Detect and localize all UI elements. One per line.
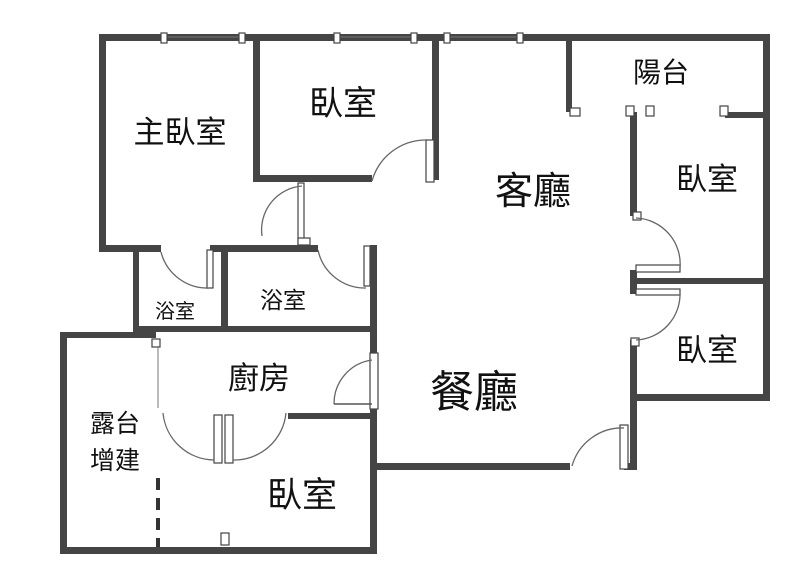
window-post: [443, 32, 451, 44]
wall-balcony-left: [566, 40, 572, 112]
doors: [160, 139, 681, 470]
windows: [151, 32, 729, 546]
door-bedroom-right-lower: [630, 288, 681, 347]
wall-kitchen-bedroom: [288, 413, 377, 419]
window-post: [160, 32, 168, 44]
window-post: [516, 32, 524, 44]
label-master-bedroom: 主臥室: [134, 115, 227, 151]
wall-master-bottom: [99, 245, 161, 252]
label-dining-room: 餐廳: [430, 367, 518, 418]
wall-top-left: [99, 34, 441, 41]
wall-bedroom-right-upper-left-2: [630, 270, 637, 294]
door-dining-bottom: [571, 424, 629, 470]
label-bathroom-middle: 浴室: [260, 288, 306, 314]
wall-bedroom-right-upper-left: [630, 112, 637, 216]
wall-master-divider: [253, 40, 260, 181]
window-post: [410, 32, 418, 44]
wall-top-right: [441, 34, 770, 41]
door-kitchen-bottom: [162, 412, 287, 464]
wall-right-bottom: [630, 394, 770, 401]
window-post: [333, 32, 341, 44]
wall-master-bottom-2: [210, 245, 226, 252]
label-kitchen: 廚房: [228, 361, 290, 397]
window-post: [645, 105, 655, 117]
room-labels: 主臥室 臥室 陽台 客廳 臥室 浴室 浴室 臥室 廚房 餐廳 露台 增建 臥室: [90, 56, 738, 516]
door-master: [260, 182, 311, 246]
label-bedroom-bottom: 臥室: [267, 476, 337, 516]
wall-bath-right: [370, 245, 377, 355]
wall-bedroom-right-lower-left: [630, 340, 637, 400]
window-post: [569, 107, 581, 117]
window-post: [719, 105, 729, 117]
window-post: [151, 338, 161, 348]
label-living-room: 客廳: [495, 169, 571, 213]
wall-bath-left: [133, 252, 139, 332]
door-bedroom-top: [371, 139, 435, 183]
door-bedroom-right-upper: [632, 211, 681, 273]
label-bedroom-right-lower: 臥室: [676, 333, 738, 369]
walls: [60, 34, 770, 554]
window-post: [220, 532, 230, 546]
door-kitchen-right: [333, 352, 379, 410]
wall-bath-top-2: [228, 245, 318, 252]
wall-left-upper: [99, 34, 106, 252]
door-bath-left: [160, 249, 214, 289]
wall-bottom-right-of-bedroom: [370, 408, 377, 554]
wall-balcony-bottom-right: [725, 112, 770, 118]
wall-bath-bottom: [133, 326, 377, 332]
wall-bath-divider: [221, 245, 228, 332]
wall-bedroom-right-lower-top: [636, 278, 770, 284]
label-bedroom-right-upper: 臥室: [676, 162, 738, 198]
wall-dining-bottom: [370, 463, 570, 470]
wall-lower-bottom: [60, 547, 377, 554]
wall-right-exterior: [763, 34, 770, 400]
label-terrace-line1: 露台: [90, 409, 140, 438]
wall-bedroom-bottom: [253, 175, 372, 182]
wall-lower-top: [60, 332, 156, 338]
wall-bedroom-right: [432, 40, 439, 180]
label-bedroom-top: 臥室: [309, 84, 377, 124]
window-post: [238, 32, 246, 44]
door-bath-middle: [317, 245, 371, 289]
label-terrace-line2: 增建: [90, 446, 140, 475]
label-balcony: 陽台: [633, 56, 689, 89]
wall-dining-right-lower: [630, 398, 637, 470]
window-post: [625, 105, 635, 117]
wall-lower-left: [60, 332, 67, 553]
label-bathroom-left: 浴室: [155, 299, 195, 323]
